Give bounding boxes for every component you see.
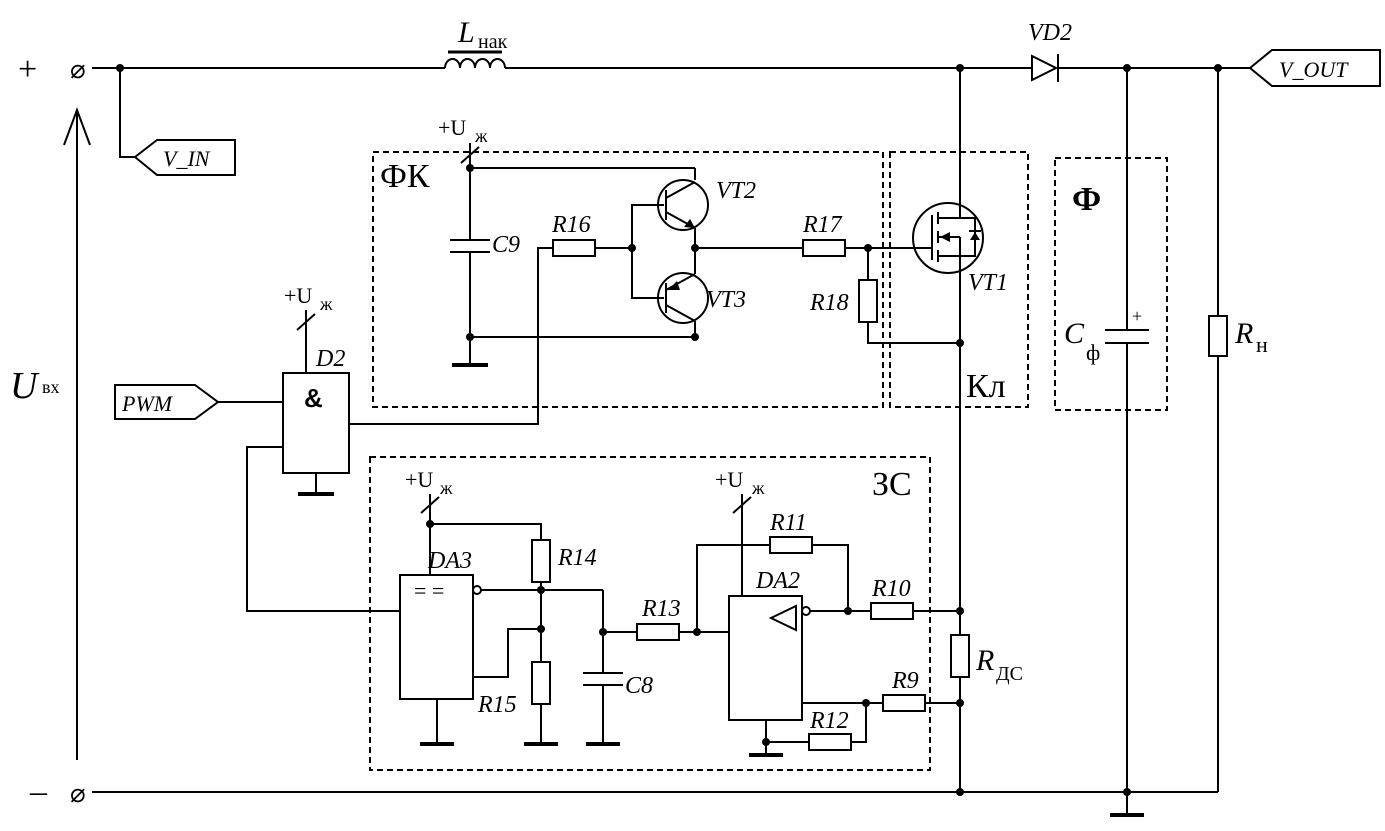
r14-label: R14 [557, 545, 597, 571]
resistor-r18-icon [858, 279, 878, 323]
opamp-triangle-icon [768, 604, 797, 632]
resistor-r17-icon [802, 239, 846, 257]
rds-sub: ДС [996, 663, 1023, 685]
da2-label: DA2 [755, 568, 800, 594]
input-voltage-arrow-icon [63, 107, 91, 760]
vt2-label: VT2 [716, 178, 756, 204]
rh-sub: н [1256, 332, 1268, 357]
input-voltage-label: U [10, 365, 40, 407]
vt1-label: VT1 [968, 270, 1008, 296]
inductor-label: L [457, 16, 475, 49]
diode-label: VD2 [1028, 20, 1072, 46]
r9-label: R9 [891, 668, 919, 694]
transistor-vt2-icon [657, 179, 709, 231]
inductor-icon [444, 58, 506, 69]
r11-label: R11 [769, 510, 807, 536]
resistor-rh-icon [1208, 315, 1228, 357]
supply-label-d2: +U [284, 283, 312, 308]
cf-sub: ф [1086, 340, 1100, 365]
resistor-r11-icon [769, 536, 813, 554]
minus-label: – [29, 773, 48, 810]
v-in-port [133, 139, 236, 176]
resistor-r12-icon [808, 733, 852, 751]
supply-sub-da2: ж [751, 478, 765, 498]
gate-d2 [282, 372, 350, 474]
supply-sub-d2: ж [319, 294, 333, 314]
r17-label: R17 [802, 212, 843, 238]
resistor-r14-icon [531, 539, 551, 583]
resistor-r9-icon [882, 694, 926, 712]
block-zs-border [369, 456, 931, 771]
da3-label: DA3 [427, 548, 472, 574]
input-voltage-sub: вх [42, 377, 60, 397]
rh-label: R [1234, 317, 1253, 350]
pwm-port [114, 384, 220, 420]
block-fk-label: ФК [380, 158, 430, 195]
supply-sub-da3: ж [439, 478, 453, 498]
supply-tick-icon [296, 313, 316, 331]
da3-symbol: = = [414, 578, 444, 603]
r13-label: R13 [641, 596, 681, 622]
cf-label: C [1064, 317, 1085, 350]
plus-label: + [18, 51, 37, 88]
block-f-label: Ф [1072, 181, 1101, 218]
resistor-r15-icon [531, 661, 551, 705]
v-in-label: V_IN [163, 146, 211, 171]
supply-label-da3: +U [405, 467, 433, 492]
supply-tick-icon [460, 146, 480, 164]
resistor-r10-icon [870, 602, 914, 620]
r16-label: R16 [551, 212, 591, 238]
r10-label: R10 [871, 576, 911, 602]
r12-label: R12 [809, 708, 849, 734]
block-kl-label: Кл [966, 368, 1006, 405]
mosfet-vt1-icon [912, 202, 984, 274]
block-f-border [1054, 157, 1168, 411]
r15-label: R15 [477, 692, 517, 718]
supply-label-fk: +U [438, 115, 466, 140]
transistor-vt3-icon [657, 272, 709, 324]
resistor-r13-icon [636, 623, 680, 641]
rds-label: R [975, 644, 994, 677]
resistor-rds-icon [950, 634, 970, 678]
supply-label-da2: +U [715, 467, 743, 492]
resistor-r16-icon [552, 239, 596, 257]
block-fk-border [372, 151, 884, 408]
v-in-wire [119, 68, 135, 158]
d2-and-symbol: & [304, 383, 323, 413]
plus-terminal-icon: ⌀ [70, 54, 86, 84]
v-out-port [1248, 49, 1381, 87]
svg-text:+: + [1132, 306, 1142, 326]
v-out-label: V_OUT [1279, 57, 1349, 82]
minus-terminal-icon: ⌀ [70, 778, 86, 808]
d2-label: D2 [315, 346, 345, 372]
inductor-sub: нак [478, 31, 508, 53]
vt3-label: VT3 [706, 287, 746, 313]
r18-label: R18 [809, 290, 849, 316]
supply-sub-fk: ж [474, 126, 488, 146]
pwm-label: PWM [121, 391, 174, 416]
c8-label: C8 [625, 673, 653, 699]
c9-label: C9 [492, 232, 520, 258]
supply-tick-icon [732, 496, 752, 514]
supply-tick-icon [420, 496, 440, 514]
block-zs-label: ЗС [872, 466, 912, 503]
diode-vd2-icon [1031, 54, 1059, 82]
